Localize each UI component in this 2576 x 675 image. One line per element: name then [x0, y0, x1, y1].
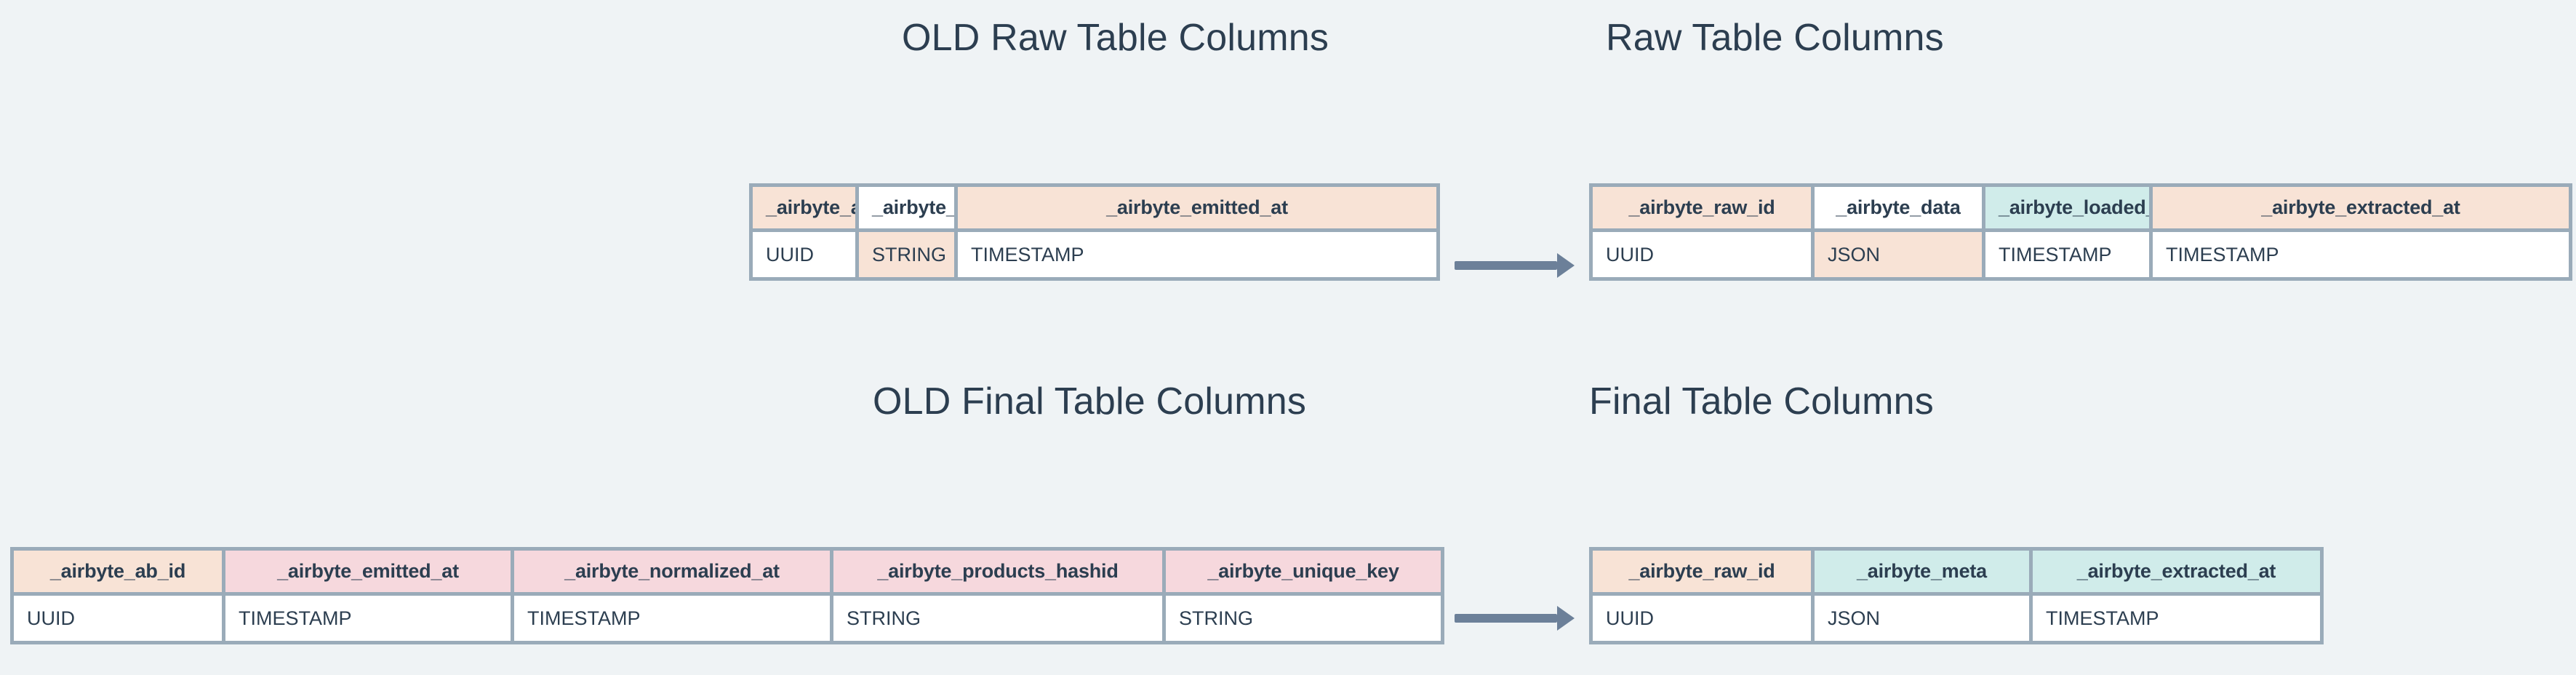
table-row-types: UUID STRING TIMESTAMP [753, 232, 1436, 277]
column-type-cell: UUID [14, 596, 225, 641]
column-header-cell: _airbyte_data [1815, 187, 1985, 232]
column-type-cell: STRING [859, 232, 958, 277]
column-header-cell: _airbyte_data [859, 187, 958, 232]
table-old-raw: _airbyte_ab_id _airbyte_data _airbyte_em… [749, 183, 1440, 281]
column-type-cell: JSON [1815, 596, 2033, 641]
column-header-cell: _airbyte_raw_id [1593, 551, 1815, 596]
arrow-right-icon-final-migration [1455, 606, 1575, 631]
table-old-final: _airbyte_ab_id _airbyte_emitted_at _airb… [10, 547, 1444, 644]
column-type-cell: JSON [1815, 232, 1985, 277]
column-type-cell: UUID [1593, 596, 1815, 641]
table-row-types: UUID JSON TIMESTAMP [1593, 596, 2320, 641]
column-type-cell: UUID [1593, 232, 1815, 277]
page-title-new-raw: Raw Table Columns [1606, 17, 1944, 59]
column-type-cell: TIMESTAMP [958, 232, 1436, 277]
table-new-final: _airbyte_raw_id _airbyte_meta _airbyte_e… [1589, 547, 2324, 644]
table-row-headers: _airbyte_ab_id _airbyte_emitted_at _airb… [14, 551, 1441, 596]
column-header-cell: _airbyte_ab_id [753, 187, 859, 232]
table-row-types: UUID JSON TIMESTAMP TIMESTAMP [1593, 232, 2569, 277]
column-header-cell: _airbyte_unique_key [1166, 551, 1441, 596]
page-title-new-final: Final Table Columns [1589, 380, 1934, 423]
column-type-cell: TIMESTAMP [225, 596, 514, 641]
column-header-cell: _airbyte_extracted_at [2033, 551, 2320, 596]
column-header-cell: _airbyte_emitted_at [225, 551, 514, 596]
column-type-cell: TIMESTAMP [2153, 232, 2569, 277]
table-row-headers: _airbyte_raw_id _airbyte_meta _airbyte_e… [1593, 551, 2320, 596]
column-header-cell: _airbyte_meta [1815, 551, 2033, 596]
column-type-cell: TIMESTAMP [2033, 596, 2320, 641]
column-type-cell: UUID [753, 232, 859, 277]
table-row-headers: _airbyte_raw_id _airbyte_data _airbyte_l… [1593, 187, 2569, 232]
arrow-shaft [1455, 614, 1557, 623]
page-title-old-final: OLD Final Table Columns [873, 380, 1307, 423]
column-header-cell: _airbyte_products_hashid [833, 551, 1166, 596]
arrow-head [1557, 253, 1575, 278]
column-type-cell: TIMESTAMP [1985, 232, 2153, 277]
column-header-cell: _airbyte_extracted_at [2153, 187, 2569, 232]
arrow-head [1557, 606, 1575, 631]
arrow-right-icon-raw-migration [1455, 253, 1575, 278]
table-row-types: UUID TIMESTAMP TIMESTAMP STRING STRING [14, 596, 1441, 641]
page-title-old-raw: OLD Raw Table Columns [902, 17, 1329, 59]
column-type-cell: STRING [1166, 596, 1441, 641]
table-row-headers: _airbyte_ab_id _airbyte_data _airbyte_em… [753, 187, 1436, 232]
column-type-cell: TIMESTAMP [514, 596, 833, 641]
column-header-cell: _airbyte_normalized_at [514, 551, 833, 596]
column-header-cell: _airbyte_emitted_at [958, 187, 1436, 232]
arrow-shaft [1455, 261, 1557, 270]
column-header-cell: _airbyte_ab_id [14, 551, 225, 596]
column-header-cell: _airbyte_loaded_at [1985, 187, 2153, 232]
table-new-raw: _airbyte_raw_id _airbyte_data _airbyte_l… [1589, 183, 2572, 281]
column-header-cell: _airbyte_raw_id [1593, 187, 1815, 232]
column-type-cell: STRING [833, 596, 1166, 641]
